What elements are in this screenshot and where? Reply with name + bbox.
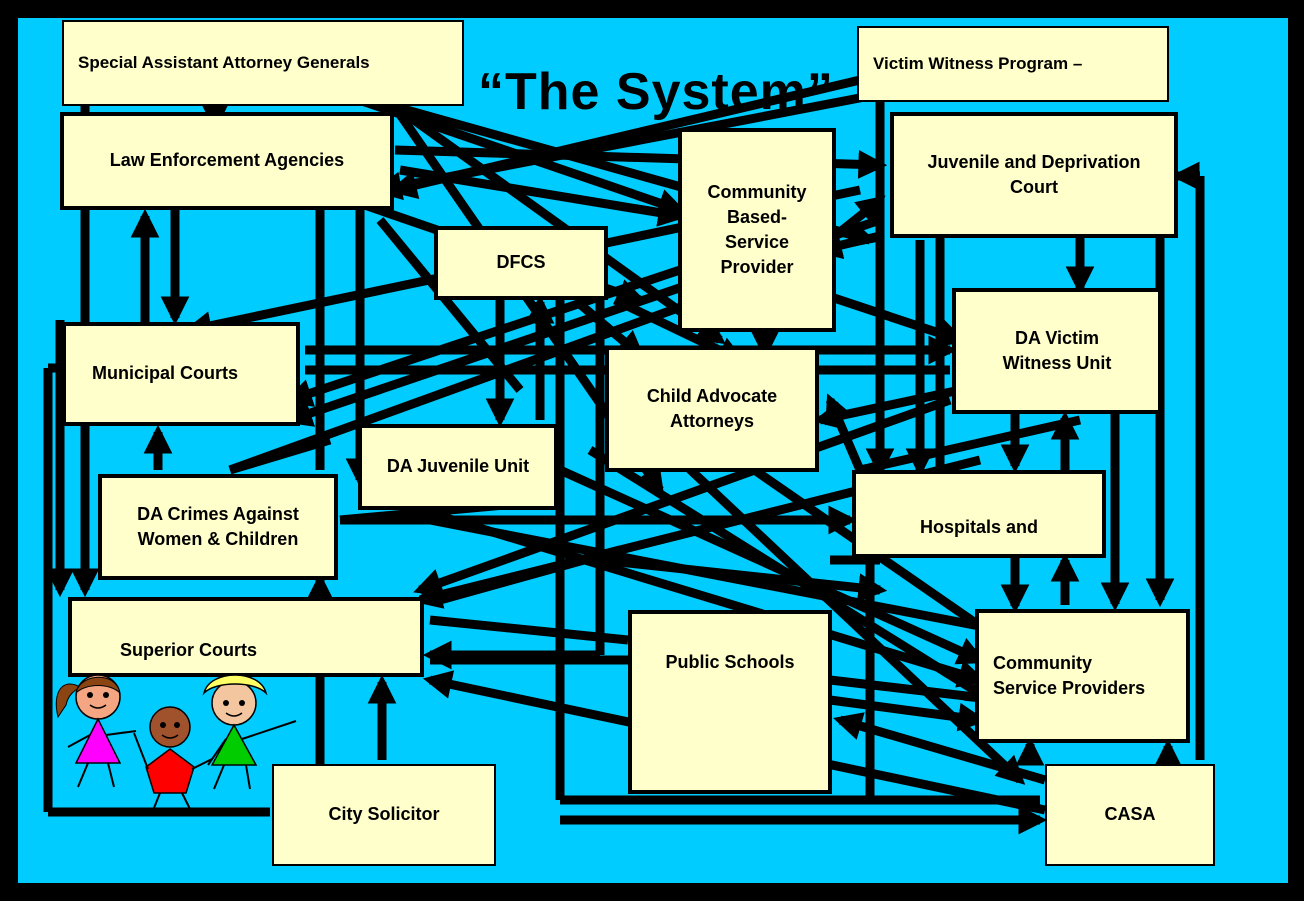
box-da-victim-witness-unit: DA Victim Witness Unit <box>952 288 1162 414</box>
box-public-schools: Public Schools <box>628 610 832 794</box>
box-special-assistant-ag: Special Assistant Attorney Generals <box>62 20 464 106</box>
box-municipal-courts: Municipal Courts <box>62 322 300 426</box>
box-city-solicitor: City Solicitor <box>272 764 496 866</box>
box-casa: CASA <box>1045 764 1215 866</box>
box-da-crimes-against-women-children: DA Crimes Against Women & Children <box>98 474 338 580</box>
box-juvenile-deprivation-court: Juvenile and Deprivation Court <box>890 112 1178 238</box>
box-child-advocate-attorneys: Child Advocate Attorneys <box>605 346 819 472</box>
children-illustration <box>55 674 297 814</box>
boy-figure <box>133 706 213 814</box>
box-victim-witness-program: Victim Witness Program – <box>857 26 1169 102</box>
page-title: “The System” <box>478 63 834 121</box>
box-da-juvenile-unit: DA Juvenile Unit <box>358 424 558 510</box>
box-community-based-provider: Community Based- Service Provider <box>678 128 836 332</box>
box-superior-courts: Superior Courts <box>68 597 424 677</box>
girl-figure <box>55 674 137 788</box>
box-hospitals: Hospitals and <box>852 470 1106 558</box>
box-dfcs: DFCS <box>434 226 608 300</box>
yellow-hair-kid-figure <box>202 674 297 790</box>
box-community-service-providers: Community Service Providers <box>975 609 1190 743</box>
box-law-enforcement: Law Enforcement Agencies <box>60 112 394 210</box>
